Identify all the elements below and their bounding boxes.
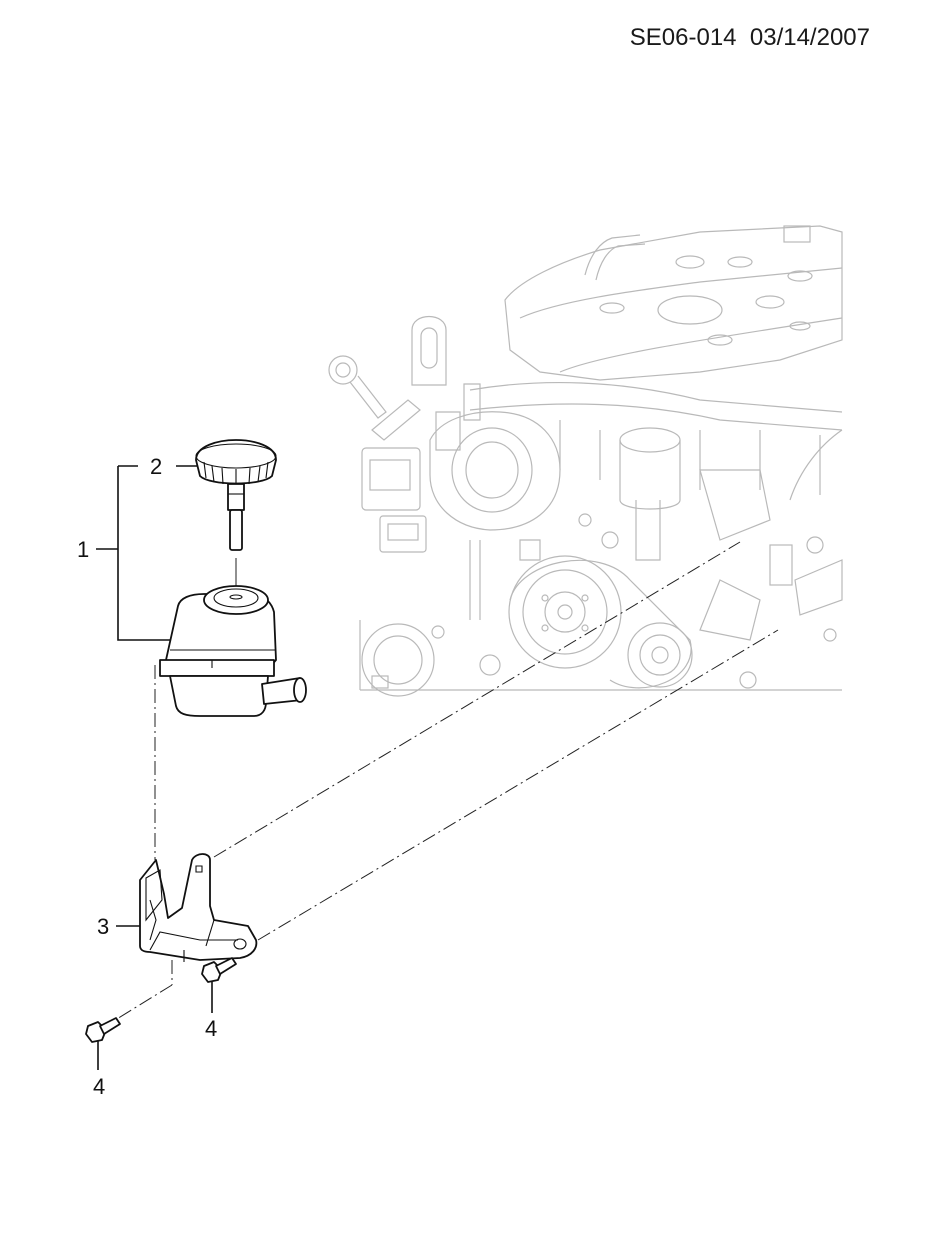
fluid-reservoir-icon — [159, 585, 307, 717]
mounting-bracket-icon — [139, 853, 258, 962]
reservoir-cap-icon — [195, 439, 277, 551]
callout-1: 1 — [77, 537, 89, 562]
bolt-icon — [201, 957, 237, 983]
engine-illustration-icon — [328, 225, 843, 697]
bolt-icon — [85, 1017, 121, 1043]
callout-2: 2 — [150, 454, 162, 479]
diagram-date: 03/14/2007 — [749, 24, 870, 51]
alignment-lines — [111, 541, 779, 1023]
diagram-header: SE06-014 03/14/2007 — [560, 24, 870, 52]
callout-4-right: 4 — [205, 1016, 217, 1041]
callout-leaders — [96, 465, 213, 1070]
callout-4-left: 4 — [93, 1074, 105, 1099]
callout-3: 3 — [97, 914, 109, 939]
diagram-code: SE06-014 — [629, 24, 737, 51]
